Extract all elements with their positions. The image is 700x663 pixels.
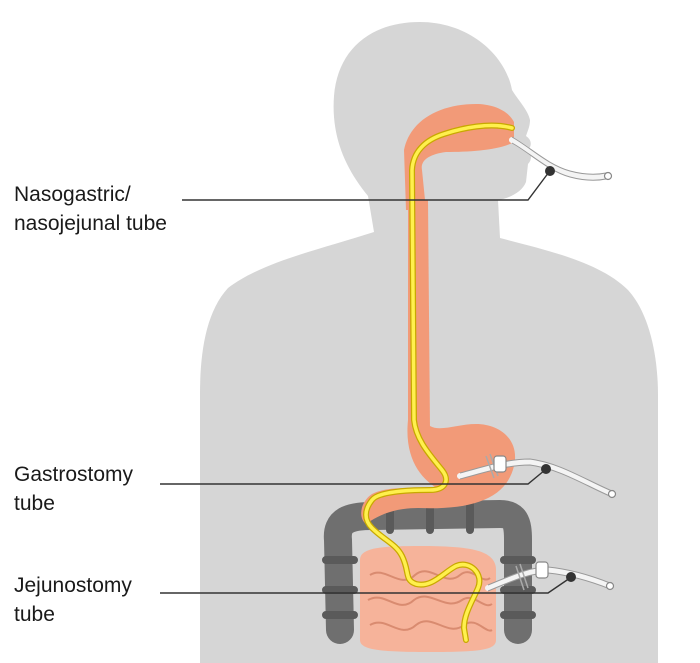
nasal-tube-end (603, 171, 613, 181)
leader-dot-jejunostomy (566, 572, 576, 582)
nasal-tube-outline (511, 136, 607, 181)
leader-dot-nasogastric (545, 166, 555, 176)
leader-dot-gastrostomy (541, 464, 551, 474)
label-gastrostomy-line2: tube (14, 492, 55, 515)
label-nasogastric-line2: nasojejunal tube (14, 212, 167, 235)
leader-line-jejunostomy (160, 577, 571, 594)
nasal-tube-segment (509, 137, 609, 181)
leader-line-nasogastric (182, 171, 550, 201)
label-jejunostomy-tube: Jejunostomy tube (14, 571, 132, 629)
large-intestine (322, 498, 536, 644)
label-gastrostomy-tube: Gastrostomy tube (14, 460, 133, 518)
label-gastrostomy-line1: Gastrostomy (14, 463, 134, 486)
leader-lines (160, 171, 571, 594)
label-nasogastric-tube: Nasogastric/ nasojejunal tube (14, 180, 167, 238)
label-nasogastric-line1: Nasogastric/ (14, 183, 131, 206)
leader-line-gastrostomy (160, 469, 546, 485)
gastrostomy-tube (457, 453, 617, 499)
label-jejunostomy-line1: Jejunostomy (14, 574, 132, 597)
jejunostomy-tube (485, 561, 615, 592)
leader-dots (541, 166, 576, 582)
label-jejunostomy-line2: tube (14, 603, 55, 626)
nasojejunal-tube-core (364, 123, 514, 642)
